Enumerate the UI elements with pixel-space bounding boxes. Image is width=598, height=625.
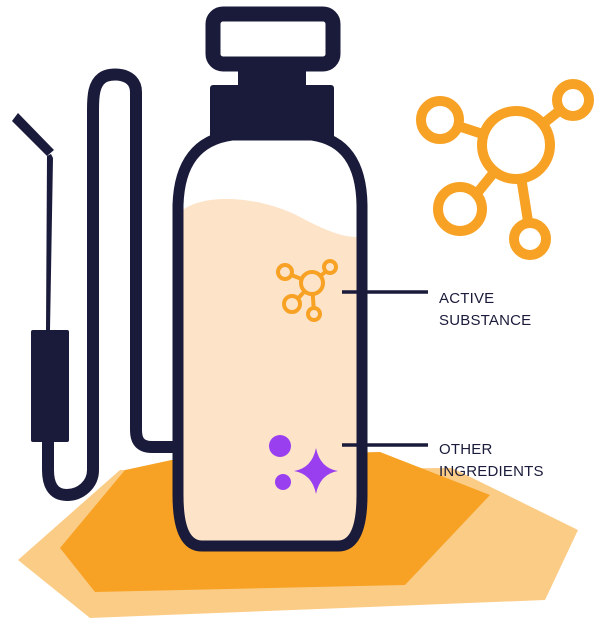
molecule-icon-small xyxy=(276,259,338,322)
ingredient-dot-small xyxy=(275,474,291,490)
wand-rod xyxy=(46,154,53,330)
label-active-substance-line2: SUBSTANCE xyxy=(439,312,532,329)
label-other-ingredients: OTHER INGREDIENTS xyxy=(439,439,544,483)
label-other-ingredients-line1: OTHER xyxy=(439,441,493,458)
hose xyxy=(42,68,188,501)
label-active-substance-line1: ACTIVE xyxy=(439,290,495,307)
wand-handle xyxy=(31,330,69,442)
ingredient-dot-large xyxy=(269,435,291,457)
cap-handle xyxy=(205,6,341,72)
bottle-liquid xyxy=(183,199,357,542)
sparkle-icon xyxy=(294,448,338,494)
wand-nozzle xyxy=(12,113,54,156)
bottle-outline xyxy=(172,129,368,552)
label-other-ingredients-line2: INGREDIENTS xyxy=(439,463,544,480)
molecule-icon-large xyxy=(416,79,594,260)
label-active-substance: ACTIVE SUBSTANCE xyxy=(439,288,531,332)
cap-stem xyxy=(238,60,306,88)
